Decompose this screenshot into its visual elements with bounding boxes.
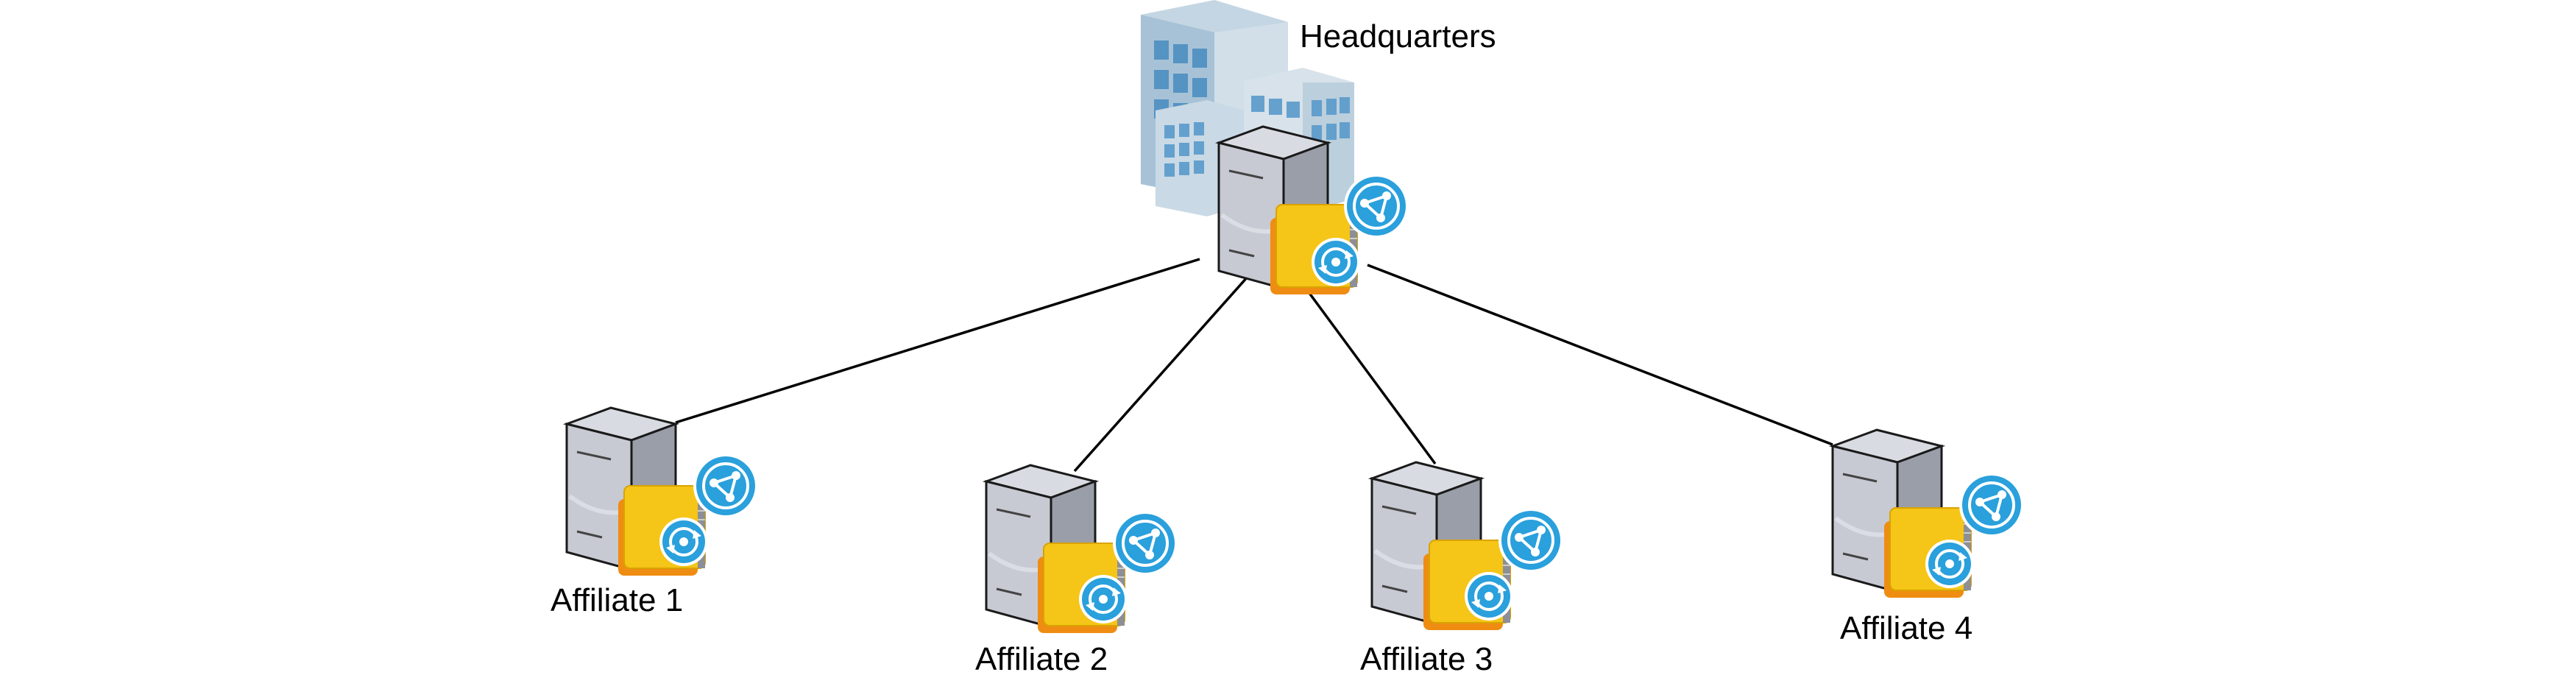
affiliate-2-label: Affiliate 2: [975, 641, 1108, 677]
affiliate-3-node: Affiliate 3: [1360, 462, 1565, 677]
network-icon: [1958, 471, 2025, 539]
headquarters-node: Headquarters: [1141, 0, 1496, 295]
sync-icon: [1078, 573, 1129, 625]
network-icon: [1497, 506, 1565, 574]
connection-lines: [675, 258, 1833, 473]
sync-icon: [658, 516, 710, 568]
edge-hq-affiliate-1: [675, 258, 1200, 424]
network-icon: [1111, 509, 1179, 577]
network-icon: [1342, 172, 1410, 240]
affiliate-1-node: Affiliate 1: [551, 408, 760, 618]
affiliate-4-label: Affiliate 4: [1840, 610, 1972, 646]
edge-hq-affiliate-3: [1301, 283, 1437, 465]
edge-hq-affiliate-4: [1367, 264, 1833, 446]
sync-icon: [1924, 538, 1975, 590]
sync-icon: [1310, 236, 1362, 288]
affiliate-4-node: Affiliate 4: [1833, 430, 2025, 646]
headquarters-label: Headquarters: [1300, 18, 1496, 54]
edge-hq-affiliate-2: [1073, 268, 1256, 473]
network-icon: [692, 452, 760, 520]
affiliate-1-label: Affiliate 1: [551, 582, 683, 618]
affiliate-3-label: Affiliate 3: [1360, 641, 1493, 677]
affiliate-2-node: Affiliate 2: [975, 465, 1179, 677]
sync-icon: [1463, 570, 1515, 622]
